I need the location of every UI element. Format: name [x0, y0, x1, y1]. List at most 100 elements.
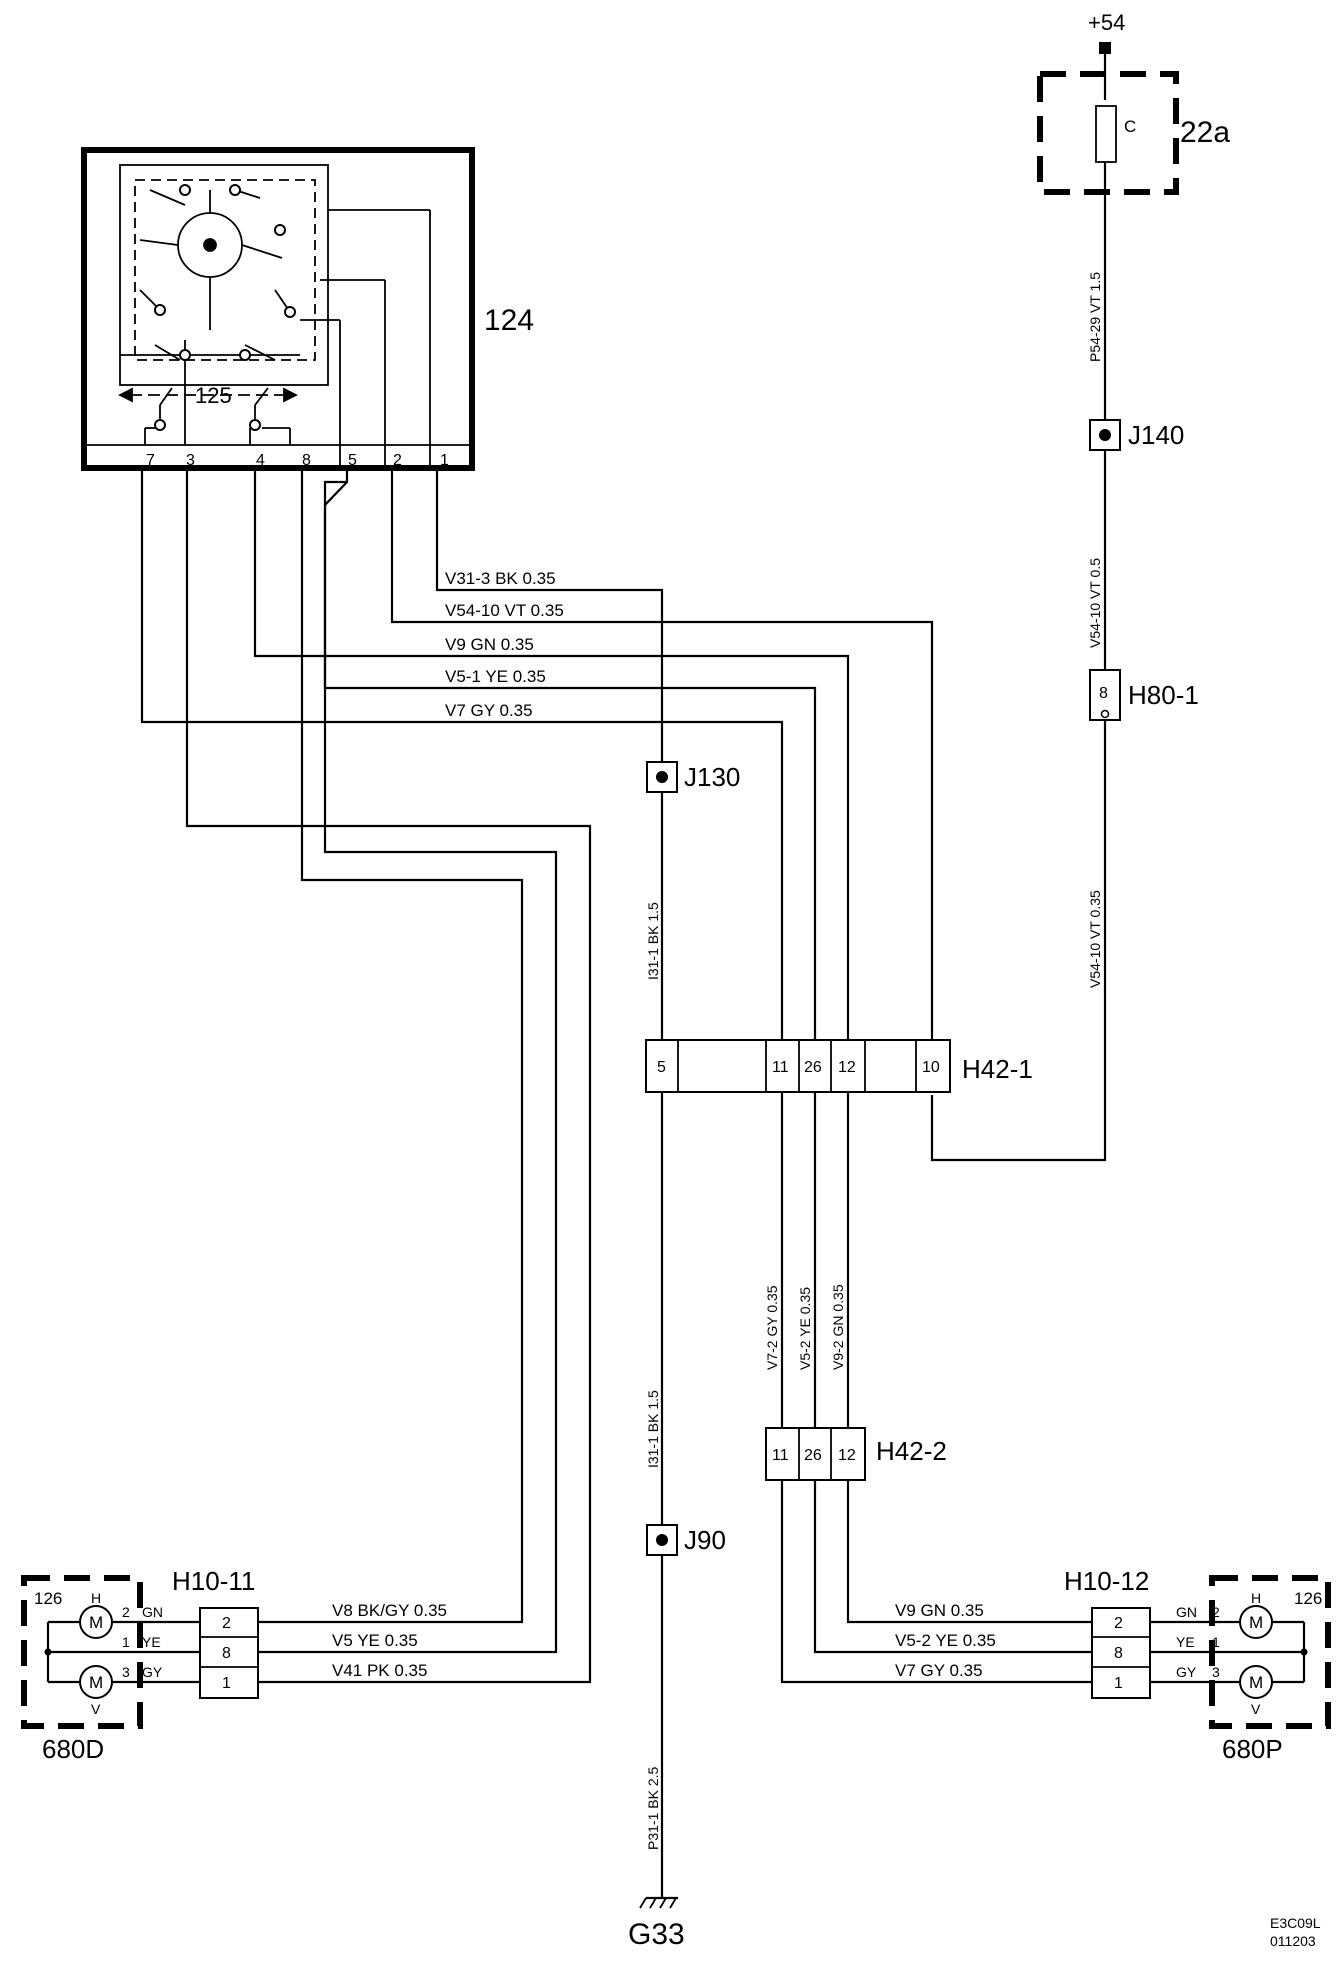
mirror-label: 680D: [42, 1734, 104, 1764]
motor-axis: H: [91, 1590, 101, 1606]
connector-pin: 26: [804, 1059, 822, 1076]
connector-pin: 2: [1114, 1615, 1123, 1632]
power-supply: +54 C 22a P54-29 VT 1.5 J140 V54-10 VT 0…: [930, 10, 1230, 1162]
connector-pin: 12: [838, 1447, 856, 1464]
right-mirror-wires: V9 GN 0.35 V5-2 YE 0.35 V7 GY 0.35: [780, 1480, 1092, 1684]
connector-label: H10-12: [1064, 1566, 1149, 1596]
connector-pin: 11: [772, 1059, 789, 1076]
h42-link-wires: V7-2 GY 0.35 V5-2 YE 0.35 V9-2 GN 0.35: [764, 1092, 850, 1428]
wire-label: V41 PK 0.35: [332, 1661, 427, 1680]
right-mirror-680p: H10-12 2 8 1 126 M H M V GN 2 YE 1 GY 3 …: [1064, 1566, 1331, 1764]
splice-j130: J130: [684, 762, 740, 792]
motor-axis: V: [1251, 1701, 1261, 1717]
connector-h80-1: H80-1: [1128, 680, 1199, 710]
switch-wire-labels: V31-3 BK 0.35 V54-10 VT 0.35 V9 GN 0.35 …: [445, 569, 564, 720]
motor-symbol: M: [89, 1613, 103, 1632]
switch-pin: 3: [186, 452, 195, 469]
connector-pin: 10: [922, 1059, 940, 1076]
switch-mechanism: [117, 164, 431, 468]
fuse-letter: C: [1124, 117, 1136, 136]
mirror-pin-num: 2: [122, 1604, 130, 1620]
wire-label: V5-2 YE 0.35: [895, 1631, 996, 1650]
diagram-date-text: 011203: [1270, 1933, 1316, 1949]
switch-harness-wires: [140, 468, 934, 1684]
fuse-box-label: 22a: [1180, 116, 1230, 149]
wire-label: I31-1 BK 1.5: [645, 902, 661, 980]
switch-internal-contacts: [154, 184, 296, 431]
ground-path: J130 I31-1 BK 1.5 I31-1 BK 1.5 J90 P31-1…: [628, 761, 740, 1951]
switch-pin-labels: 7 3 4 8 5 2 1: [146, 452, 449, 469]
connector-pin: 8: [1114, 1645, 1123, 1662]
connector-label: H42-2: [876, 1436, 947, 1466]
connector-label: H42-1: [962, 1054, 1033, 1084]
connector-pin: 1: [1114, 1675, 1123, 1692]
wire-label: V54-10 VT 0.35: [445, 601, 564, 620]
ground-label: G33: [628, 1918, 685, 1951]
wire-label: V5-2 YE 0.35: [797, 1287, 813, 1370]
connector-label: H10-11: [172, 1566, 255, 1596]
connector-pin: 5: [657, 1059, 666, 1076]
wire-label: V54-10 VT 0.35: [1087, 890, 1103, 988]
mirror-pin-color: GY: [142, 1664, 163, 1680]
switch-pin: 8: [302, 452, 311, 469]
diagram-code-text: E3C09L: [1270, 1915, 1321, 1931]
wire-label: V5 YE 0.35: [332, 1631, 418, 1650]
switch-inner-label: 125: [195, 383, 232, 408]
mirror-pin-num: 2: [1212, 1604, 1220, 1620]
mirror-pin-color: YE: [1176, 1634, 1195, 1650]
wire-label: V9 GN 0.35: [895, 1601, 984, 1620]
wire-label: P31-1 BK 2.5: [645, 1767, 661, 1850]
connector-h42-2: 11 26 12 H42-2: [765, 1427, 947, 1481]
mirror-pin-num: 1: [122, 1634, 130, 1650]
motor-symbol: M: [1249, 1673, 1263, 1692]
switch-pin: 2: [393, 452, 402, 469]
splice-j90: J90: [684, 1525, 726, 1555]
connector-pin: 11: [772, 1447, 789, 1464]
wire-label: P54-29 VT 1.5: [1087, 272, 1103, 362]
motor-axis: V: [91, 1701, 101, 1717]
mirror-switch-124: 125 124 7 3 4 8 5 2 1: [81, 147, 534, 471]
mirror-pin-color: GN: [1176, 1604, 1197, 1620]
wire-label: V7-2 GY 0.35: [764, 1285, 780, 1370]
wire-label: V54-10 VT 0.5: [1087, 558, 1103, 648]
left-mirror-wire-labels: V8 BK/GY 0.35 V5 YE 0.35 V41 PK 0.35: [332, 1601, 447, 1680]
wire-label: I31-1 BK 1.5: [645, 1390, 661, 1468]
motor-label: 126: [1294, 1589, 1322, 1608]
mirror-pin-color: GY: [1176, 1664, 1197, 1680]
mirror-pin-num: 3: [1212, 1664, 1220, 1680]
wire-label: V5-1 YE 0.35: [445, 667, 546, 686]
connector-h42-1: 5 11 26 12 10 H42-1: [645, 1039, 1033, 1093]
wire-label: V31-3 BK 0.35: [445, 569, 556, 588]
diagram-code: E3C09L 011203: [1270, 1915, 1321, 1949]
connector-pin: 8: [222, 1645, 231, 1662]
mirror-pin-color: YE: [142, 1634, 161, 1650]
wire-label: V7 GY 0.35: [445, 701, 533, 720]
motor-axis: H: [1251, 1590, 1261, 1606]
wire-label: V8 BK/GY 0.35: [332, 1601, 447, 1620]
left-mirror-680d: H10-11 2 8 1 126 M H M V 2 GN 1 YE 3 GY …: [21, 1566, 259, 1764]
motor-symbol: M: [1249, 1613, 1263, 1632]
switch-pin: 4: [256, 452, 265, 469]
switch-pin: 1: [440, 452, 449, 469]
mirror-pin-num: 1: [1212, 1634, 1220, 1650]
mirror-pin-color: GN: [142, 1604, 163, 1620]
mirror-label: 680P: [1222, 1734, 1283, 1764]
switch-pin: 7: [146, 452, 155, 469]
motor-symbol: M: [89, 1673, 103, 1692]
motor-label: 126: [34, 1589, 62, 1608]
switch-pin: 5: [348, 452, 357, 469]
wire-label: V7 GY 0.35: [895, 1661, 983, 1680]
splice-j140: J140: [1128, 420, 1184, 450]
wire-label: V9-2 GN 0.35: [830, 1284, 846, 1370]
connector-pin: 1: [222, 1675, 231, 1692]
connector-pin: 12: [838, 1059, 856, 1076]
connector-pin: 8: [1099, 685, 1108, 702]
supply-label: +54: [1088, 10, 1125, 35]
wire-label: V9 GN 0.35: [445, 635, 534, 654]
connector-pin: 26: [804, 1447, 822, 1464]
switch-label: 124: [484, 304, 534, 337]
connector-pin: 2: [222, 1615, 231, 1632]
mirror-pin-num: 3: [122, 1664, 130, 1680]
